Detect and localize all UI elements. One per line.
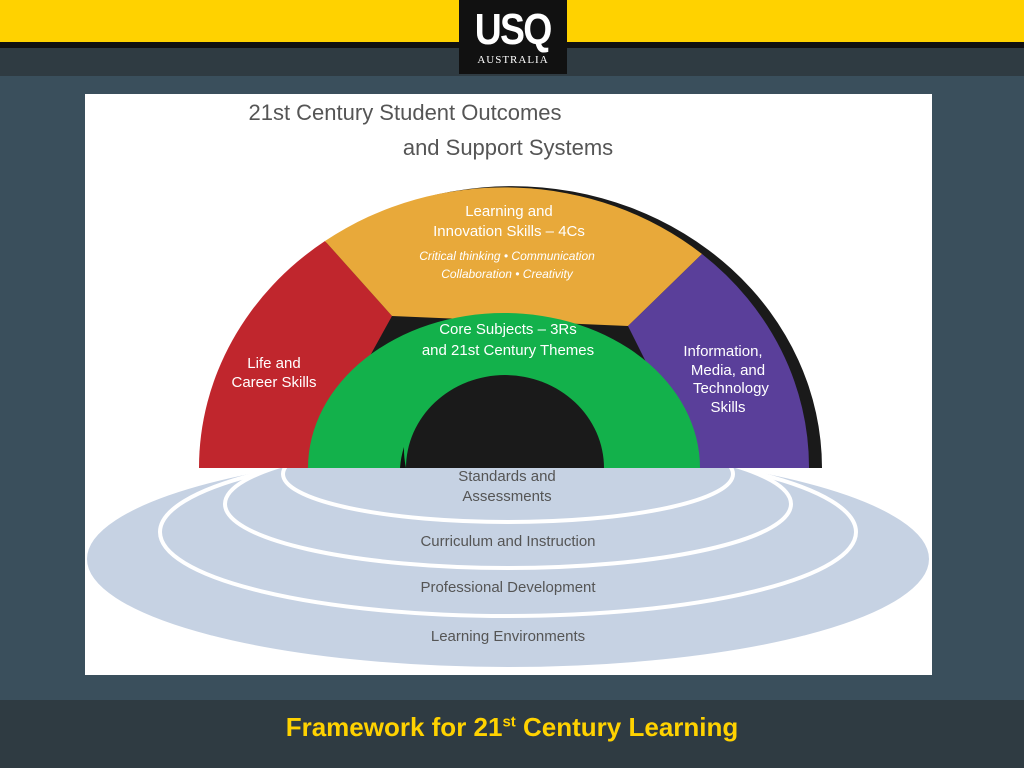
learning-innovation-line1: Learning and	[465, 203, 553, 220]
segment-core-subjects	[308, 313, 700, 468]
professional-label: Professional Development	[420, 579, 596, 596]
core-subjects-line2: and 21st Century Themes	[422, 342, 594, 359]
usq-logo: USQ AUSTRALIA	[459, 0, 567, 74]
learning-innovation-detail1: Critical thinking • Communication	[419, 249, 595, 263]
slide-title: Framework for 21st Century Learning	[0, 712, 1024, 743]
segment-learning-innovation	[325, 187, 702, 326]
curriculum-label: Curriculum and Instruction	[420, 533, 595, 550]
standards-line1: Standards and	[458, 468, 556, 485]
learning-innovation-detail2: Collaboration • Creativity	[441, 267, 574, 281]
logo-main-text: USQ	[475, 5, 553, 54]
slide-title-pre: Framework for 21	[285, 712, 503, 742]
slide-title-sup: st	[502, 713, 516, 731]
diagram-title-line1: 21st Century Student Outcomes	[248, 100, 561, 125]
environments-label: Learning Environments	[431, 628, 585, 645]
diagram-title-line2: and Support Systems	[403, 135, 613, 160]
life-career-line1: Life and	[247, 355, 300, 372]
info-media-tech-line2: Media, and	[691, 362, 765, 379]
standards-line2: Assessments	[462, 488, 551, 505]
framework-diagram: 21st Century Student Outcomes and Suppor…	[85, 94, 932, 675]
logo-sub-text: AUSTRALIA	[477, 54, 549, 66]
info-media-tech-line1: Information,	[683, 343, 762, 360]
core-inner-shadow	[400, 447, 406, 468]
core-subjects-line1: Core Subjects – 3Rs	[439, 321, 577, 338]
segment-life-career	[198, 241, 392, 468]
diagram-svg: 21st Century Student Outcomes and Suppor…	[85, 100, 932, 671]
slide-title-post: Century Learning	[515, 712, 739, 742]
life-career-line2: Career Skills	[231, 374, 316, 391]
info-media-tech-line4: Skills	[710, 399, 745, 416]
learning-innovation-line2: Innovation Skills – 4Cs	[433, 223, 585, 240]
footer-bar: Framework for 21st Century Learning	[0, 700, 1024, 768]
info-media-tech-line3: Technology	[693, 380, 769, 397]
